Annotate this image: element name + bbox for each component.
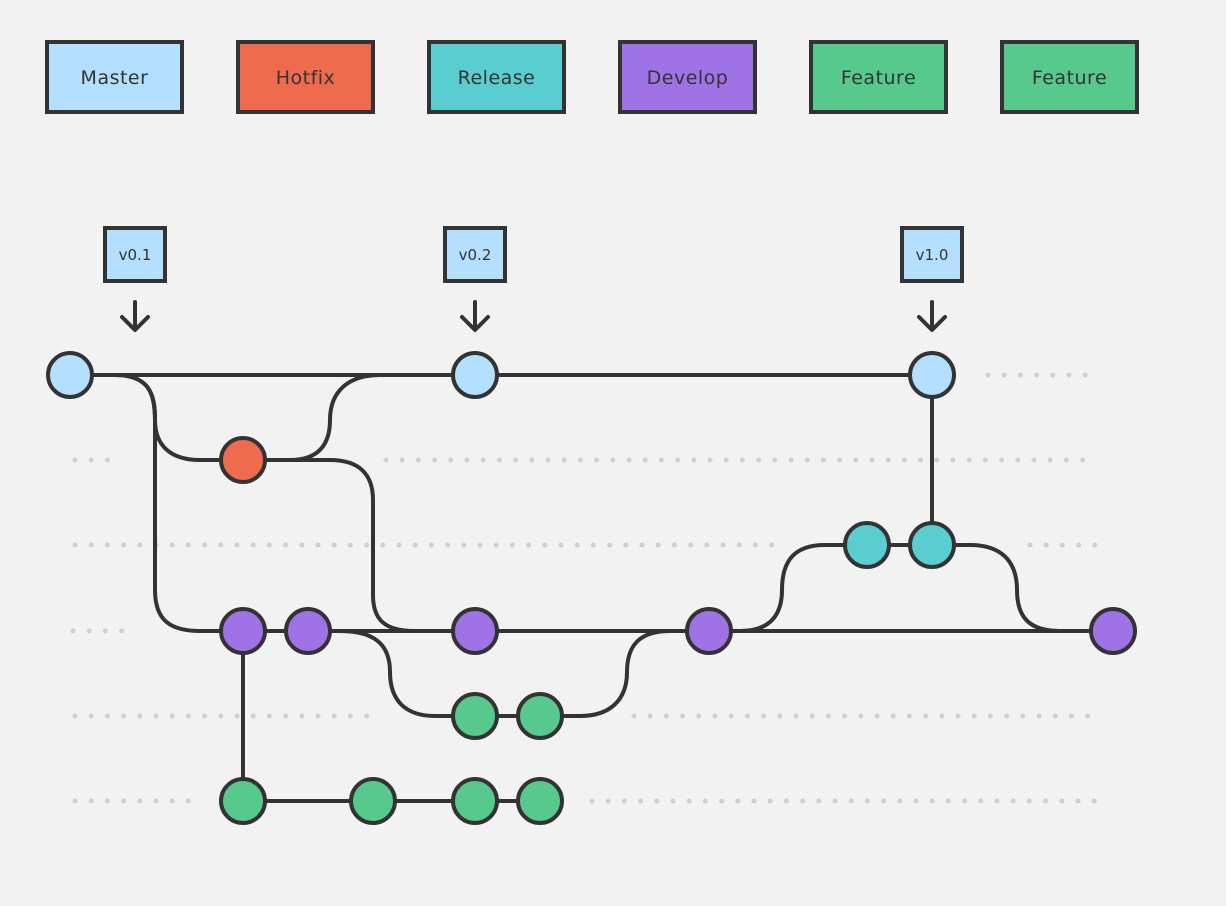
legend-swatch-develop: [618, 40, 757, 114]
legend-item-feature-1: Feature: [809, 40, 948, 114]
tag-v1-0: v1.0: [900, 226, 964, 332]
legend-item-hotfix: Hotfix: [236, 40, 375, 114]
legend-label-feature-1: Feature: [841, 67, 916, 89]
legend-label-release: Release: [458, 67, 536, 89]
tag-box: [443, 226, 507, 283]
arrow-down-icon: [917, 300, 947, 332]
commit-node-feature: [219, 777, 267, 825]
commit-node-feature: [349, 777, 397, 825]
commit-node-develop: [219, 607, 267, 655]
tag-label: v1.0: [916, 246, 949, 264]
legend-item-master: Master: [45, 40, 184, 114]
feature-branch-line: [338, 629, 672, 718]
legend-swatch-master: [45, 40, 184, 114]
hotfix-merge-master-line: [241, 373, 382, 462]
commit-node-feature: [451, 692, 499, 740]
lane-guides: [70, 372, 1098, 804]
tag-label: v0.1: [119, 246, 152, 264]
legend-label-feature-2: Feature: [1032, 67, 1107, 89]
tag-box: [103, 226, 167, 283]
commit-node-master: [46, 351, 94, 399]
legend-label-hotfix: Hotfix: [276, 67, 336, 89]
legend-item-release: Release: [427, 40, 566, 114]
arrow-down-icon: [120, 300, 150, 332]
commit-node-master: [451, 351, 499, 399]
tag-v0-2: v0.2: [443, 226, 507, 332]
hotfix-branch-line: [113, 373, 245, 462]
legend: Master Hotfix Release Develop Feature Fe…: [45, 40, 1139, 114]
legend-swatch-feature-1: [809, 40, 948, 114]
commit-node-develop: [1089, 607, 1137, 655]
tag-v0-1: v0.1: [103, 226, 167, 332]
commit-node-develop: [685, 607, 733, 655]
tag-box: [900, 226, 964, 283]
commits: [46, 351, 1137, 825]
legend-swatch-hotfix: [236, 40, 375, 114]
legend-item-feature-2: Feature: [1000, 40, 1139, 114]
branch-lines: [68, 373, 1115, 803]
commit-node-develop: [284, 607, 332, 655]
release-branch-line: [738, 543, 1062, 633]
legend-swatch-feature-2: [1000, 40, 1139, 114]
tag-label: v0.2: [459, 246, 492, 264]
commit-node-release: [908, 521, 956, 569]
commit-node-feature: [516, 777, 564, 825]
commit-node-release: [843, 521, 891, 569]
version-tags: v0.1 v0.2 v1.0: [103, 226, 964, 332]
commit-node-feature: [451, 777, 499, 825]
commit-node-master: [908, 351, 956, 399]
commit-node-feature: [516, 692, 564, 740]
develop-line: [113, 373, 1115, 633]
legend-swatch-release: [427, 40, 566, 114]
legend-label-master: Master: [81, 67, 149, 89]
hotfix-merge-develop-line: [241, 458, 417, 633]
legend-label-develop: Develop: [647, 67, 729, 89]
legend-item-develop: Develop: [618, 40, 757, 114]
arrow-down-icon: [460, 300, 490, 332]
commit-node-develop: [451, 607, 499, 655]
commit-node-hotfix: [219, 436, 267, 484]
